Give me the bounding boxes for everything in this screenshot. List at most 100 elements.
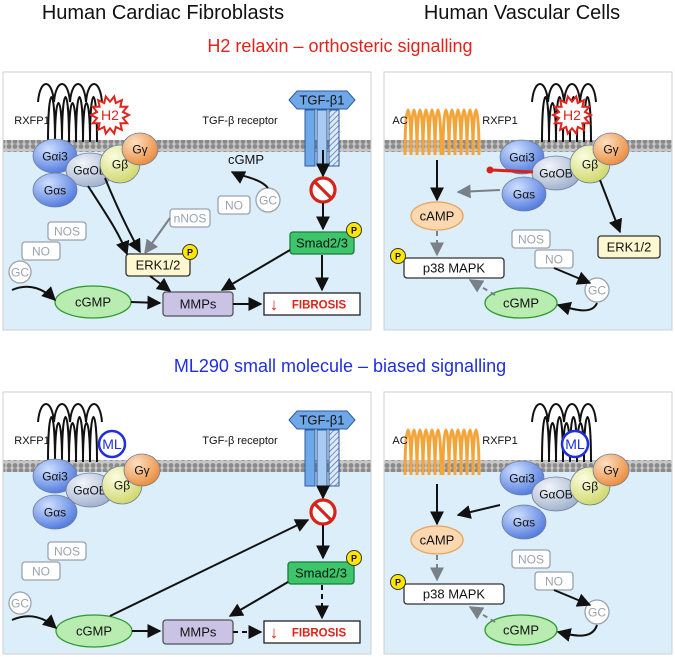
svg-text:Smad2/3: Smad2/3 [296, 236, 348, 251]
svg-text:cGMP: cGMP [503, 296, 539, 311]
cgmp-ellipse-br: cGMP [484, 614, 558, 646]
rxfp1-label-br: RXFP1 [482, 435, 517, 447]
p38-box-br: p38 MAPK [403, 583, 505, 605]
g-alpha-i3-tr: Gαi3 [499, 139, 545, 175]
panel-bottom-left-membrane [3, 460, 371, 472]
smad-phospho-tl: P [346, 222, 362, 238]
arrow-gbg-erk-tr [599, 179, 623, 234]
panel-top-left-membrane [3, 140, 371, 152]
svg-text:NO: NO [32, 245, 50, 259]
svg-text:NOS: NOS [54, 225, 80, 239]
g-gamma-br: Gγ [592, 453, 630, 487]
tgf-ligand-tl: TGF-β1 [288, 90, 356, 110]
g-alpha-s-bl: Gαs [32, 494, 78, 530]
inhibition-icon-tl [309, 176, 337, 204]
tgf-receptor-label-bl: TGF-β receptor [202, 435, 278, 447]
fibrosis-box-bl: ↓FIBROSIS [263, 620, 361, 644]
svg-text:↓: ↓ [270, 623, 279, 642]
arrow-smad-mmps-bl [228, 581, 289, 617]
nos-box-tr: NOS [511, 229, 551, 249]
smad-box-tl: Smad2/3 [289, 231, 355, 255]
svg-text:MMPs: MMPs [180, 625, 217, 640]
inhibition-icon-bl [309, 498, 337, 526]
svg-text:Gβ: Gβ [114, 479, 130, 493]
svg-text:GαOB: GαOB [73, 164, 107, 178]
arrow-gc-cgmp-tl [11, 285, 56, 301]
header-vascular-cells: Human Vascular Cells [424, 2, 620, 24]
g-alpha-s-br: Gαs [501, 504, 547, 540]
svg-text:cAMP: cAMP [420, 209, 455, 224]
g-alpha-ob-br: GαOB [531, 476, 581, 512]
svg-text:GC: GC [11, 597, 29, 611]
h2-ligand-tr: H2 [550, 94, 594, 136]
cgmp-ellipse-tr: cGMP [484, 287, 558, 319]
panel-bottom-left-frame [2, 391, 372, 655]
ml290-ligand-br: ML [560, 429, 590, 459]
g-gamma-tr: Gγ [592, 132, 630, 166]
svg-text:NO: NO [545, 253, 563, 267]
svg-text:Gβ: Gβ [112, 158, 128, 172]
ml290-ligand-bl: ML [97, 429, 127, 459]
tgf-receptor-tl [304, 109, 340, 167]
svg-text:nNOS: nNOS [174, 212, 207, 226]
ac-channel-br [403, 428, 443, 476]
erk-box-tr: ERK1/2 [597, 235, 661, 259]
svg-text:GC: GC [588, 606, 606, 620]
svg-text:Gγ: Gγ [134, 464, 149, 478]
svg-text:ML: ML [102, 436, 122, 452]
svg-text:Gαi3: Gαi3 [42, 470, 68, 484]
no-box-tr: NO [534, 249, 574, 269]
erk-box-tl: ERK1/2 [125, 253, 191, 277]
svg-text:p38 MAPK: p38 MAPK [423, 261, 485, 276]
svg-text:cAMP: cAMP [420, 533, 455, 548]
no-box-bl: NO [21, 561, 61, 581]
no2-box-tl: NO [217, 195, 251, 215]
rxfp1-receptor-br-loops [531, 403, 597, 423]
camp-ellipse-tr: cAMP [410, 201, 464, 231]
g-alpha-i3-br: Gαi3 [499, 460, 545, 496]
fibrosis-box-tl: ↓FIBROSIS [263, 292, 361, 316]
gc2-tl: GC [255, 187, 281, 213]
svg-text:TGF-β1: TGF-β1 [299, 413, 344, 428]
header-cardiac-fibroblasts: Human Cardiac Fibroblasts [42, 2, 284, 24]
rxfp1-receptor-bl-loops [37, 403, 103, 423]
svg-text:ML: ML [565, 436, 585, 452]
g-alpha-s-tr: Gαs [501, 176, 547, 212]
svg-text:GC: GC [259, 194, 277, 208]
svg-text:NOS: NOS [518, 233, 544, 247]
rxfp1-label-tl: RXFP1 [14, 115, 49, 127]
svg-text:Smad2/3: Smad2/3 [295, 566, 347, 581]
svg-text:GC: GC [588, 284, 606, 298]
arrow-gc-cgmp-br [556, 624, 598, 642]
svg-text:H2: H2 [101, 107, 119, 123]
svg-text:GαOB: GαOB [539, 488, 573, 502]
svg-text:cGMP: cGMP [503, 623, 539, 638]
mmps-box-bl: MMPs [162, 619, 234, 645]
svg-text:cGMP: cGMP [76, 624, 112, 639]
svg-text:P: P [395, 578, 401, 588]
svg-text:P: P [395, 252, 401, 262]
svg-text:NOS: NOS [518, 553, 544, 567]
svg-text:P: P [187, 248, 193, 258]
svg-text:Gαs: Gαs [44, 184, 66, 198]
cgmp-ellipse-tl: cGMP [54, 285, 132, 319]
h2-ligand-tl: H2 [88, 94, 132, 136]
svg-text:H2: H2 [563, 107, 581, 123]
panel-top-right-frame [383, 71, 673, 331]
gc-box-tr: GC [584, 277, 610, 303]
panel-top-left-frame [2, 71, 372, 331]
arrow-nnos-erk-tl [144, 217, 171, 255]
arrow-cgmp-p38-br [468, 606, 496, 623]
svg-text:cGMP: cGMP [75, 295, 111, 310]
rxfp1-receptor-tl-loops [37, 83, 103, 103]
svg-text:Gγ: Gγ [603, 143, 618, 157]
ac-channel-br-b [441, 428, 481, 476]
rxfp1-receptor-tl [47, 96, 98, 143]
svg-text:Gγ: Gγ [132, 143, 147, 157]
svg-text:ERK1/2: ERK1/2 [607, 240, 652, 255]
rxfp1-label-tr: RXFP1 [482, 115, 517, 127]
p38-phospho-tr: P [390, 248, 406, 264]
arrow-gc-cgmp2-tl [230, 171, 269, 189]
erk-phospho-tl: P [182, 244, 198, 260]
